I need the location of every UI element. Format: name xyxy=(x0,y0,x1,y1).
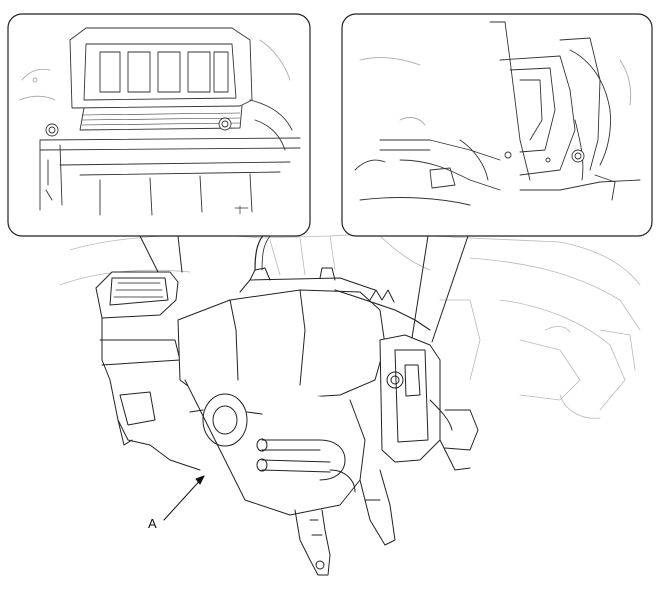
heater-blower-assembly xyxy=(95,219,479,576)
callout-arrowhead-a xyxy=(195,475,205,485)
callout-label-a: A xyxy=(148,516,157,531)
right-detail-view xyxy=(341,13,653,343)
left-detail-view xyxy=(7,13,311,273)
callout-leader-a xyxy=(163,475,205,521)
